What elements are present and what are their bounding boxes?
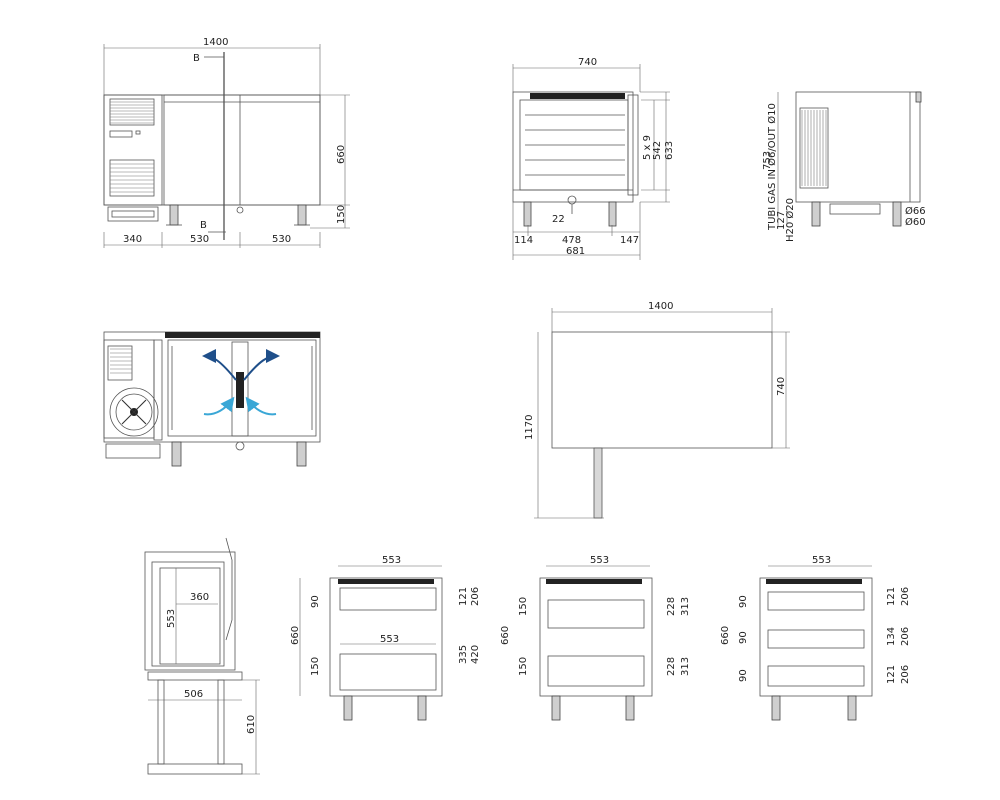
drawer-open-label: 610 <box>246 715 257 734</box>
side-bottom-left: 114 <box>514 235 533 246</box>
dfb-left-top: 150 <box>518 597 529 616</box>
airflow-arrow-right-up <box>243 349 280 381</box>
dfc-right-5: 121 <box>886 665 897 684</box>
dfb-top-width: 553 <box>590 555 609 566</box>
dfa-mid-width: 553 <box>380 634 399 645</box>
dfb-right-3: 228 <box>666 657 677 676</box>
side-pipe1-label: Ø66 <box>905 205 926 217</box>
side-grille <box>799 107 829 189</box>
dfc-left-2: 90 <box>738 631 749 644</box>
dfb-total-height: 660 <box>500 626 511 645</box>
dfc-right-6: 206 <box>900 665 911 684</box>
drawer-front-b: 553 660 150 150 228 313 228 313 <box>500 555 691 721</box>
dfb-right-1: 228 <box>666 597 677 616</box>
dfa-left-bottom: 150 <box>310 657 321 676</box>
front-seg-left: 340 <box>123 234 142 245</box>
side-total-height: 633 <box>664 141 675 160</box>
dfa-left-top: 90 <box>310 595 321 608</box>
side-bottom-mid: 478 <box>562 235 581 246</box>
side-pipe2-label: Ø60 <box>905 216 926 228</box>
side-depth-label: 740 <box>578 57 597 68</box>
dfb-right-4: 313 <box>680 657 691 676</box>
top-view: 1400 740 1170 <box>524 301 790 519</box>
section-marker-bottom: B <box>200 220 207 231</box>
drawer-front-a: 553 553 660 90 150 121 206 335 420 <box>290 555 481 721</box>
side-d2-label: H20 Ø20 <box>784 198 796 242</box>
front-width-label: 1400 <box>203 37 228 48</box>
side-drain-label: 22 <box>552 214 565 225</box>
drawer-section-view: 360 553 506 610 <box>144 537 260 775</box>
drawer-inner-width: 360 <box>190 592 209 603</box>
airflow-arrow-left-up <box>202 349 237 381</box>
side-view: 753 TUBI GAS IN Ø6/OUT Ø10 127 H20 Ø20 Ø… <box>762 91 926 242</box>
side-height-label: 753 <box>762 151 773 170</box>
front-height-body: 660 <box>336 145 347 164</box>
drawer-inner-height: 553 <box>166 609 177 628</box>
dfa-right-3: 335 <box>458 645 469 664</box>
airflow-arrow-left-in <box>203 396 235 416</box>
airflow-arrow-right-in <box>245 396 277 416</box>
side-shelves-label: 5 x 9 <box>642 135 653 160</box>
section-marker-top: B <box>193 53 200 64</box>
dfc-left-3: 90 <box>738 669 749 682</box>
front-height-feet: 150 <box>336 205 347 224</box>
fan-icon <box>109 387 159 437</box>
top-overall-label: 1170 <box>524 415 535 440</box>
dfc-top-width: 553 <box>812 555 831 566</box>
dfa-right-4: 420 <box>470 645 481 664</box>
drawer-front-c: 553 660 90 90 90 121 206 134 206 121 206 <box>720 555 911 721</box>
top-depth-label: 740 <box>776 377 787 396</box>
airflow-section-view <box>103 331 321 467</box>
side-section-view: 740 5 x 9 542 633 22 114 478 147 <box>512 57 675 260</box>
front-view: 1400 B B <box>103 37 350 248</box>
dfa-right-1: 121 <box>458 587 469 606</box>
dfa-total-height: 660 <box>290 626 301 645</box>
dfc-right-4: 206 <box>900 627 911 646</box>
side-inner-height: 542 <box>652 141 663 160</box>
front-grille-top <box>109 98 155 126</box>
top-width-label: 1400 <box>648 301 673 312</box>
dfc-left-1: 90 <box>738 595 749 608</box>
dfa-top-width: 553 <box>382 555 401 566</box>
front-seg-mid: 530 <box>190 234 209 245</box>
dfa-right-2: 206 <box>470 587 481 606</box>
front-grille-bottom <box>109 159 155 197</box>
drawer-width-label: 506 <box>184 689 203 700</box>
dfb-left-bottom: 150 <box>518 657 529 676</box>
dfc-right-1: 121 <box>886 587 897 606</box>
dfb-right-2: 313 <box>680 597 691 616</box>
side-bottom-right: 147 <box>620 235 639 246</box>
side-bottom-total: 681 <box>566 246 585 257</box>
dfc-total-height: 660 <box>720 626 731 645</box>
dfc-right-2: 206 <box>900 587 911 606</box>
front-seg-right: 530 <box>272 234 291 245</box>
side-d1-label: 127 <box>776 211 787 230</box>
airflow-grille <box>107 345 133 381</box>
side-gas-label: TUBI GAS IN Ø6/OUT Ø10 <box>766 103 778 231</box>
dfc-right-3: 134 <box>886 627 897 646</box>
